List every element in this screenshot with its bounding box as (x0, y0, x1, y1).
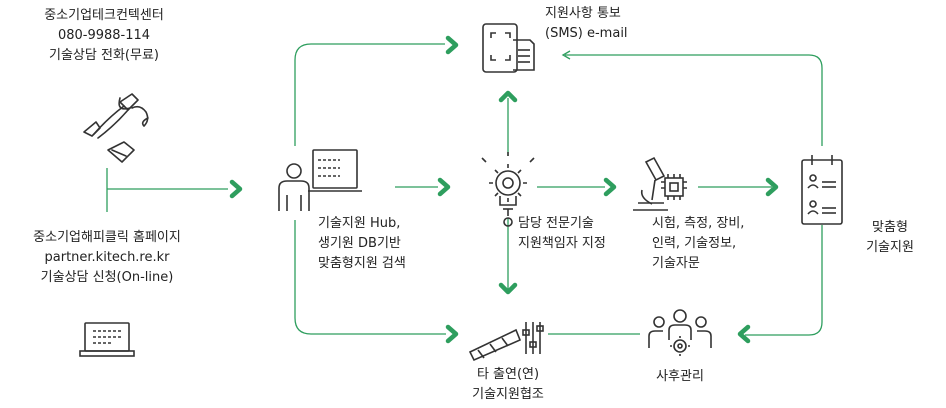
hub-label: 기술지원 Hub, 생기원 DB기반 맞춤형지원 검색 (318, 214, 406, 274)
microscope-chip-icon (633, 156, 687, 211)
hub-line2: 생기원 DB기반 (318, 236, 401, 251)
expert-line2: 지원책임자 지정 (518, 236, 606, 251)
coop-line1: 타 출연(연) (476, 367, 540, 382)
notify-line1: 지원사항 통보 (545, 6, 621, 21)
custom-after-line (745, 225, 823, 336)
arrow-small-notify (561, 50, 571, 60)
support-line3: 기술자문 (652, 256, 700, 271)
laptop-icon (79, 322, 135, 357)
custom-label: 맞춤형 기술지원 (850, 218, 930, 258)
support-line1: 시험, 측정, 장비, (652, 216, 745, 231)
hub-line1: 기술지원 Hub, (318, 216, 401, 231)
notify-line2: (SMS) e-mail (545, 26, 628, 41)
after-label: 사후관리 (630, 367, 730, 387)
arrow-to-support (603, 177, 617, 197)
after-line1: 사후관리 (656, 369, 704, 384)
arrow-to-expert (437, 177, 451, 197)
web-homepage-name: 중소기업해피클릭 홈페이지 (33, 230, 181, 245)
lightbulb-gear-icon (481, 152, 535, 227)
web-url: partner.kitech.re.kr (44, 250, 170, 265)
expert-line1: 담당 전문기술 (518, 216, 594, 231)
arrow-to-notify-left (445, 35, 459, 55)
phone-center-label: 중소기업테크컨텍센터 080-9988-114 기술상담 전화(무료) (24, 6, 184, 66)
expert-label: 담당 전문기술 지원책임자 지정 (518, 214, 606, 254)
hub-notify-line (294, 43, 445, 146)
arrow-to-notify-up (498, 90, 518, 103)
arrow-to-after (737, 324, 751, 344)
coop-label: 타 출연(연) 기술지원협조 (448, 365, 568, 405)
support-line2: 인력, 기술정보, (652, 236, 737, 251)
custom-line2: 기술지원 (866, 240, 914, 255)
mobile-message-icon (482, 23, 535, 73)
phone-center-name: 중소기업테크컨텍센터 (44, 8, 164, 23)
phone-number: 080-9988-114 (57, 28, 151, 43)
person-at-computer-icon (278, 149, 362, 211)
custom-notify-line (565, 54, 823, 146)
telescope-sliders-icon (468, 322, 544, 362)
phone-consult-text: 기술상담 전화(무료) (49, 48, 159, 63)
hub-coop-line (294, 220, 446, 335)
arrow-to-coop-left (445, 324, 459, 344)
team-gear-icon (648, 309, 712, 356)
web-consult-text: 기술상담 신청(On-line) (40, 270, 174, 285)
arrow-to-coop-down (498, 282, 518, 295)
phone-icon (83, 93, 149, 163)
web-label: 중소기업해피클릭 홈페이지 partner.kitech.re.kr 기술상담 … (12, 228, 202, 288)
checklist-users-icon (801, 155, 843, 225)
notify-label: 지원사항 통보 (SMS) e-mail (545, 4, 628, 44)
custom-line1: 맞춤형 (872, 220, 908, 235)
support-label: 시험, 측정, 장비, 인력, 기술정보, 기술자문 (652, 214, 744, 274)
coop-line2: 기술지원협조 (472, 387, 544, 402)
arrow-to-hub (229, 179, 243, 199)
arrow-to-custom (765, 177, 779, 197)
hub-line3: 맞춤형지원 검색 (318, 256, 406, 271)
